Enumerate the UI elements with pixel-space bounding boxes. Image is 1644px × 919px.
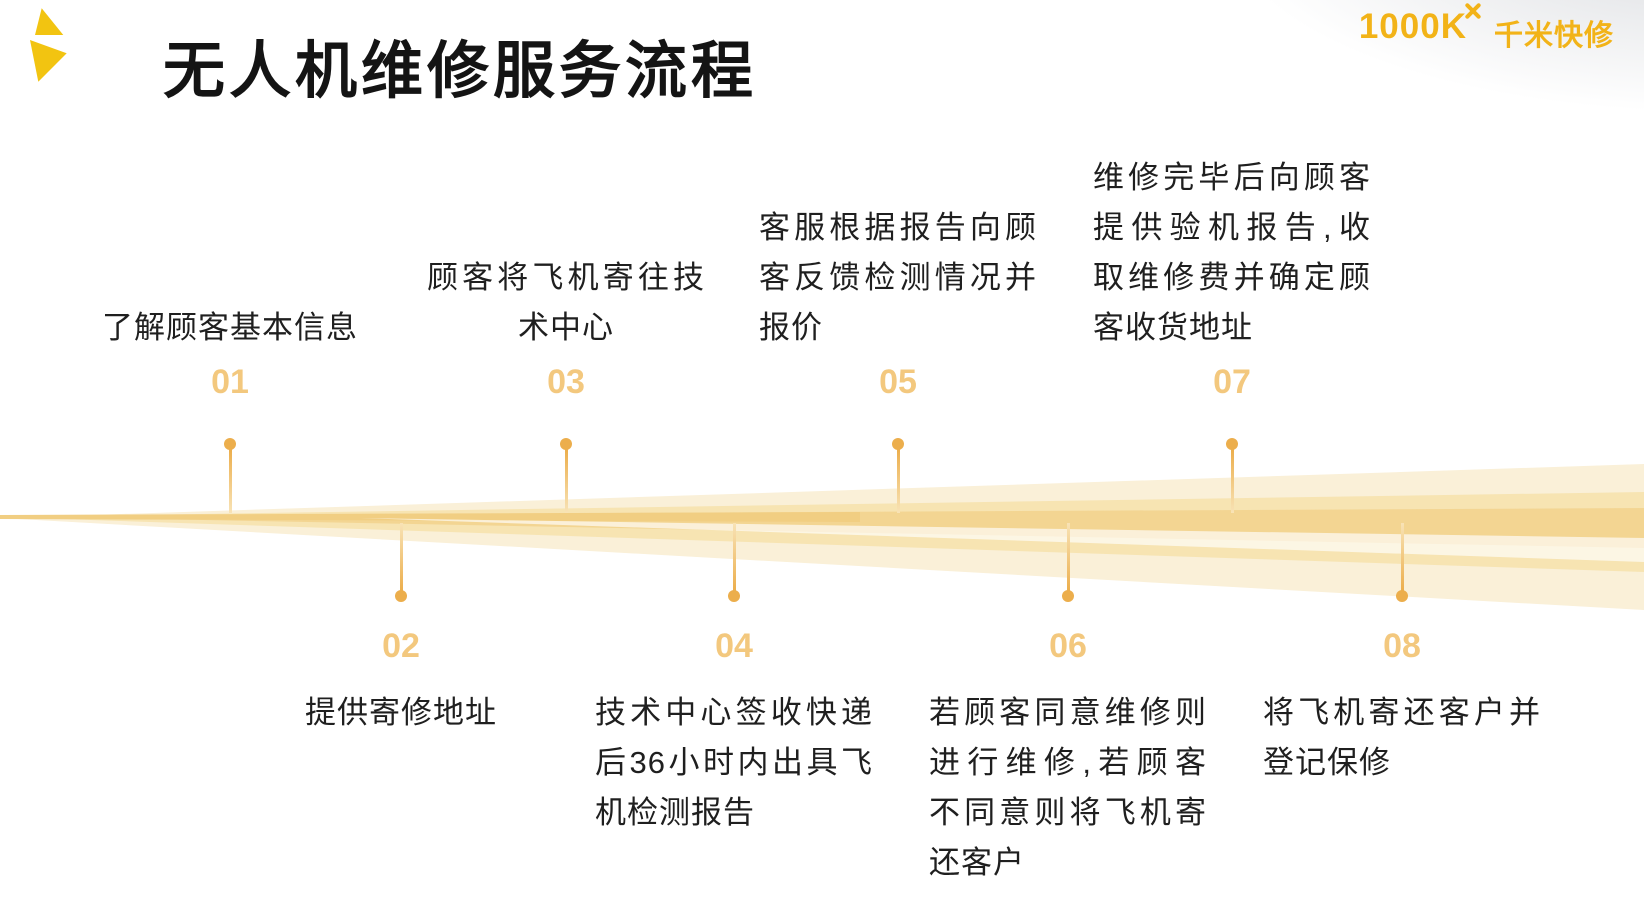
step-05-number: 05 — [879, 363, 917, 401]
step-07-label: 维修完毕后向顾客 提供验机报告,收 取维修费并确定顾 客收货地址 — [1093, 160, 1371, 345]
step-04-connector — [732, 523, 736, 591]
step-08-number: 08 — [1383, 627, 1421, 665]
step-06-dot — [1062, 590, 1074, 602]
step-07-number: 07 — [1213, 363, 1251, 401]
brand-name: 1000K — [1358, 7, 1467, 46]
step-03-label: 顾客将飞机寄往技 术中心 — [427, 260, 705, 345]
step-07-connector — [1230, 449, 1234, 513]
brand-triangles-icon — [30, 8, 67, 82]
brand-logo: 1000K 千米快修 — [1359, 8, 1614, 54]
step-05-label: 客服根据报告向顾 客反馈检测情况并 报价 — [759, 210, 1037, 345]
step-07-dot — [1226, 438, 1238, 450]
step-01-dot — [224, 438, 236, 450]
step-08-dot — [1396, 590, 1408, 602]
step-06-connector — [1066, 523, 1070, 591]
page-title: 无人机维修服务流程 — [163, 37, 758, 106]
step-02-connector — [399, 523, 403, 591]
step-01-number: 01 — [211, 363, 249, 401]
step-05-dot — [892, 438, 904, 450]
step-02-number: 02 — [382, 627, 420, 665]
step-05-connector — [896, 449, 900, 513]
step-04-label: 技术中心签收快递 后36小时内出具飞 机检测报告 — [595, 695, 873, 830]
step-03-dot — [560, 438, 572, 450]
step-08-connector — [1400, 523, 1404, 591]
step-08-label: 将飞机寄还客户并 登记保修 — [1263, 695, 1541, 780]
step-04-number: 04 — [715, 627, 753, 665]
step-02-dot — [395, 590, 407, 602]
step-01-connector — [228, 449, 232, 513]
step-04-dot — [728, 590, 740, 602]
brand-cjk-name: 千米快修 — [1493, 20, 1614, 52]
step-03-connector — [564, 449, 568, 513]
step-06-number: 06 — [1049, 627, 1087, 665]
step-02-label: 提供寄修地址 — [305, 695, 497, 730]
step-06-label: 若顾客同意维修则 进行维修,若顾客 不同意则将飞机寄 还客户 — [929, 695, 1207, 880]
step-03-number: 03 — [547, 363, 585, 401]
step-01-label: 了解顾客基本信息 — [102, 310, 358, 345]
